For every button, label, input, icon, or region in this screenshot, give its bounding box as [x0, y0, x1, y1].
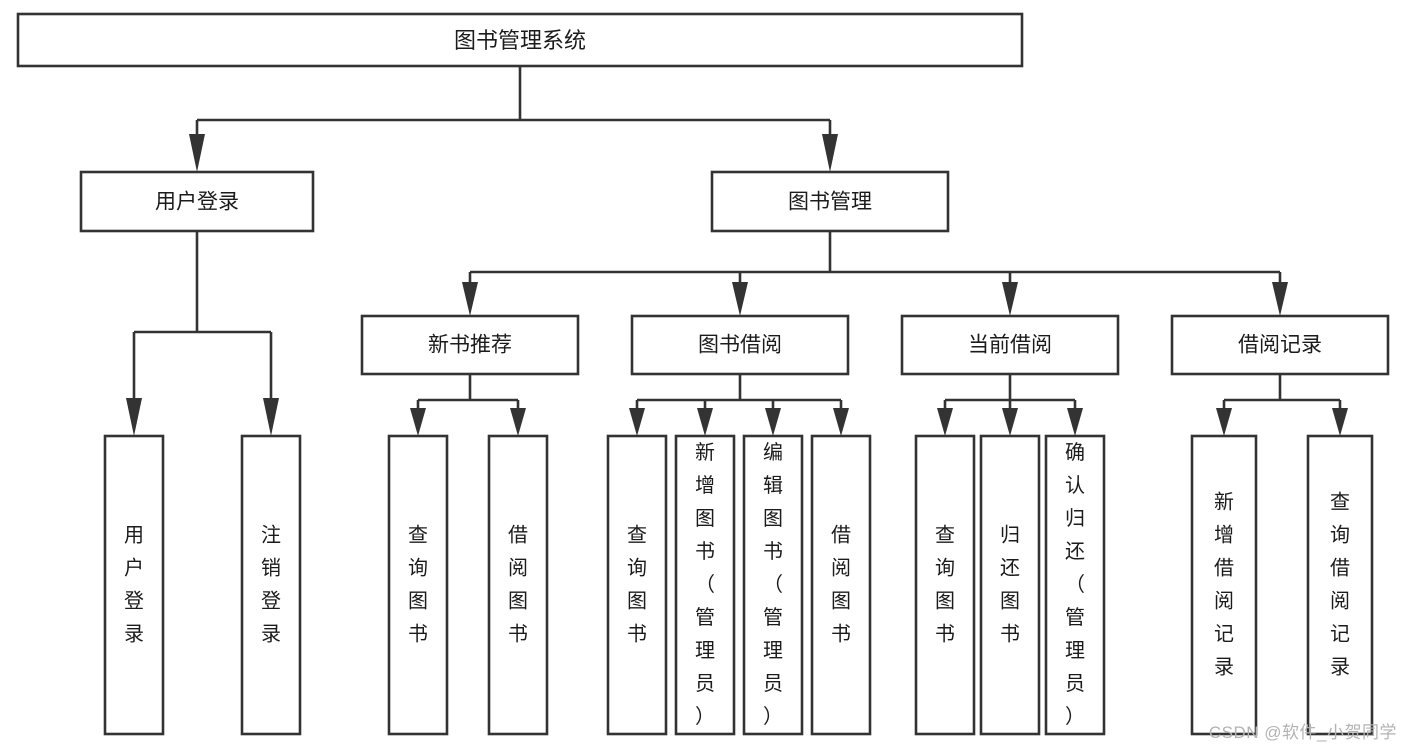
node-user-login-label: 用户登录	[155, 191, 239, 214]
arrow-head-new-book	[462, 282, 478, 316]
leaf-book-borrow-4-box[interactable]	[810, 434, 872, 736]
leaf-borrow-record-1-box[interactable]	[1190, 434, 1258, 736]
leaf-borrow-record-2-box[interactable]	[1306, 434, 1374, 736]
leaf-node[interactable]: 编辑图书（管理员）	[742, 434, 804, 736]
node-new-book[interactable]: 新书推荐	[360, 314, 580, 376]
arrow-head-leaf-new-book-1	[410, 408, 426, 436]
arrow-head-leaf-user-login-1	[126, 398, 142, 436]
node-current-borrow-box[interactable]	[900, 314, 1120, 376]
leaf-user-login-2-box[interactable]	[240, 434, 302, 736]
node-book-mgmt[interactable]: 图书管理	[710, 170, 950, 233]
arrow-head-leaf-borrow-record-1	[1216, 408, 1232, 436]
node-borrow-record[interactable]: 借阅记录	[1170, 314, 1390, 376]
node-new-book-label: 新书推荐	[428, 334, 512, 357]
leaf-current-borrow-1-label: 查询图书	[935, 524, 955, 646]
leaf-node[interactable]: 借阅图书	[810, 434, 872, 736]
node-current-borrow[interactable]: 当前借阅	[900, 314, 1120, 376]
node-book-mgmt-label: 图书管理	[788, 191, 872, 214]
leaf-node[interactable]: 注销登录	[240, 434, 302, 736]
node-borrow-record-label: 借阅记录	[1238, 334, 1322, 357]
arrow-head-book-borrow	[732, 282, 748, 316]
leaf-book-borrow-2-label: 新增图书（管理员）	[695, 441, 715, 728]
leaf-node[interactable]: 查询图书	[606, 434, 668, 736]
node-book-borrow[interactable]: 图书借阅	[630, 314, 850, 376]
leaf-new-book-2-box[interactable]	[487, 434, 549, 736]
leaf-book-borrow-1-label: 查询图书	[627, 524, 647, 646]
leaf-node[interactable]: 查询图书	[387, 434, 449, 736]
leaf-book-borrow-4-label: 借阅图书	[831, 524, 851, 646]
leaf-current-borrow-3-box[interactable]	[1044, 434, 1106, 736]
arrow-head-leaf-borrow-record-2	[1332, 408, 1348, 436]
leaf-node[interactable]: 借阅图书	[487, 434, 549, 736]
node-book-borrow-label: 图书借阅	[698, 334, 782, 357]
leaf-node[interactable]: 确认归还（管理员）	[1044, 434, 1106, 736]
leaf-new-book-1-label: 查询图书	[408, 524, 428, 646]
arrow-head-leaf-book-borrow-2	[697, 408, 713, 436]
leaf-current-borrow-2-box[interactable]	[979, 434, 1041, 736]
leaf-node[interactable]: 新增借阅记录	[1190, 434, 1258, 736]
leaf-book-borrow-3-label: 编辑图书（管理员）	[763, 441, 783, 728]
leaf-node[interactable]: 查询图书	[914, 434, 976, 736]
leaf-new-book-1-box[interactable]	[387, 434, 449, 736]
arrow-head-user-login	[189, 134, 205, 172]
leaf-book-borrow-1-box[interactable]	[606, 434, 668, 736]
leaf-node[interactable]: 归还图书	[979, 434, 1041, 736]
leaf-book-borrow-2-box[interactable]	[674, 434, 736, 736]
arrow-head-leaf-current-borrow-3	[1067, 408, 1083, 436]
arrow-head-borrow-record	[1272, 282, 1288, 316]
node-borrow-record-box[interactable]	[1170, 314, 1390, 376]
connector-layer	[126, 66, 1348, 436]
node-user-login-box[interactable]	[79, 170, 315, 233]
arrow-head-current-borrow	[1002, 282, 1018, 316]
leaf-borrow-record-1-label: 新增借阅记录	[1214, 491, 1234, 679]
node-book-borrow-box[interactable]	[630, 314, 850, 376]
leaf-new-book-2-label: 借阅图书	[508, 524, 528, 646]
node-book-mgmt-box[interactable]	[710, 170, 950, 233]
leaf-book-borrow-3-box[interactable]	[742, 434, 804, 736]
leaf-current-borrow-1-box[interactable]	[914, 434, 976, 736]
leaf-user-login-1-label: 用户登录	[124, 525, 144, 646]
node-root[interactable]: 图书管理系统	[16, 12, 1024, 68]
leaf-borrow-record-2-label: 查询借阅记录	[1330, 491, 1350, 679]
arrow-head-leaf-new-book-2	[510, 408, 526, 436]
arrow-head-leaf-book-borrow-4	[833, 408, 849, 436]
node-root-label: 图书管理系统	[454, 28, 586, 53]
leaf-user-login-2-label: 注销登录	[261, 524, 281, 646]
leaf-current-borrow-3-label: 确认归还（管理员）	[1065, 441, 1085, 728]
arrow-head-leaf-current-borrow-1	[937, 408, 953, 436]
arrow-head-leaf-user-login-2	[263, 398, 279, 436]
leaf-node[interactable]: 用户登录	[103, 434, 165, 736]
node-current-borrow-label: 当前借阅	[968, 334, 1052, 357]
leaf-node[interactable]: 查询借阅记录	[1306, 434, 1374, 736]
node-root-box[interactable]	[16, 12, 1024, 68]
arrow-head-book-mgmt	[822, 134, 838, 172]
node-user-login[interactable]: 用户登录	[79, 170, 315, 233]
node-new-book-box[interactable]	[360, 314, 580, 376]
arrow-head-leaf-current-borrow-2	[1002, 408, 1018, 436]
leaf-current-borrow-2-label: 归还图书	[1000, 524, 1020, 646]
leaf-node[interactable]: 新增图书（管理员）	[674, 434, 736, 736]
arrow-head-leaf-book-borrow-3	[765, 408, 781, 436]
leaf-user-login-1-box[interactable]	[103, 434, 165, 736]
arrow-head-leaf-book-borrow-1	[629, 408, 645, 436]
